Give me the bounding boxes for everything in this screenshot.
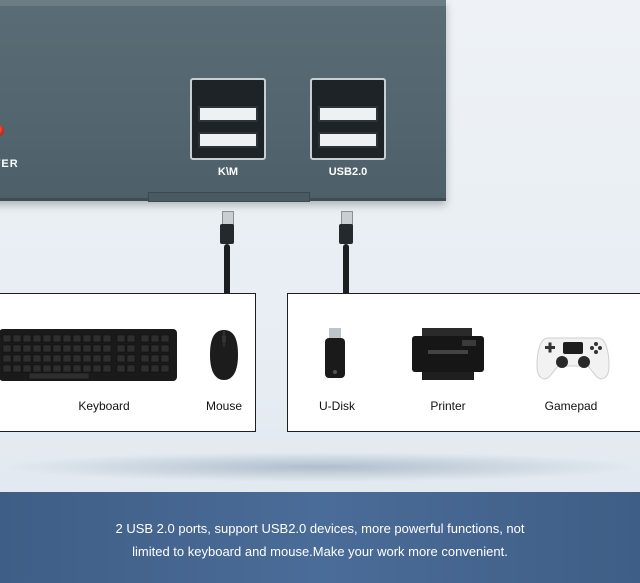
cable-right [343, 244, 349, 296]
km-port-label: K\M [217, 166, 239, 178]
usb-plug-icon [220, 224, 234, 244]
udisk-label: U-Disk [319, 399, 355, 413]
device-top-edge [0, 0, 446, 6]
power-label: WER [0, 158, 19, 170]
device-bottom-tab [148, 192, 310, 202]
usb-devices-panel [287, 293, 640, 432]
description-line-2: limited to keyboard and mouse.Make your … [132, 544, 508, 559]
km-devices-panel [0, 293, 256, 432]
gamepad-icon [536, 337, 610, 380]
description-line-1: 2 USB 2.0 ports, support USB2.0 devices,… [115, 521, 525, 536]
gamepad-label: Gamepad [544, 399, 598, 413]
printer-icon [412, 328, 484, 380]
kvm-switch-device: WER K\M USB2.0 [0, 0, 446, 201]
usb-drive-icon [325, 328, 345, 378]
km-usb-port [190, 78, 266, 160]
description-banner: 2 USB 2.0 ports, support USB2.0 devices,… [0, 492, 640, 583]
power-led-icon [0, 125, 4, 136]
printer-label: Printer [430, 399, 466, 413]
usb2-port-label: USB2.0 [328, 166, 368, 178]
usb-plug-icon [339, 224, 353, 244]
usb-slot-bottom [318, 132, 378, 148]
usb-slot-top [198, 106, 258, 122]
keyboard-icon [0, 329, 177, 381]
usb2-port [310, 78, 386, 160]
cable-left [224, 244, 230, 296]
mouse-label: Mouse [205, 399, 243, 413]
floor-shadow [0, 452, 640, 482]
usb-slot-top [318, 106, 378, 122]
keyboard-label: Keyboard [78, 399, 130, 413]
mouse-icon [210, 330, 238, 380]
usb-slot-bottom [198, 132, 258, 148]
